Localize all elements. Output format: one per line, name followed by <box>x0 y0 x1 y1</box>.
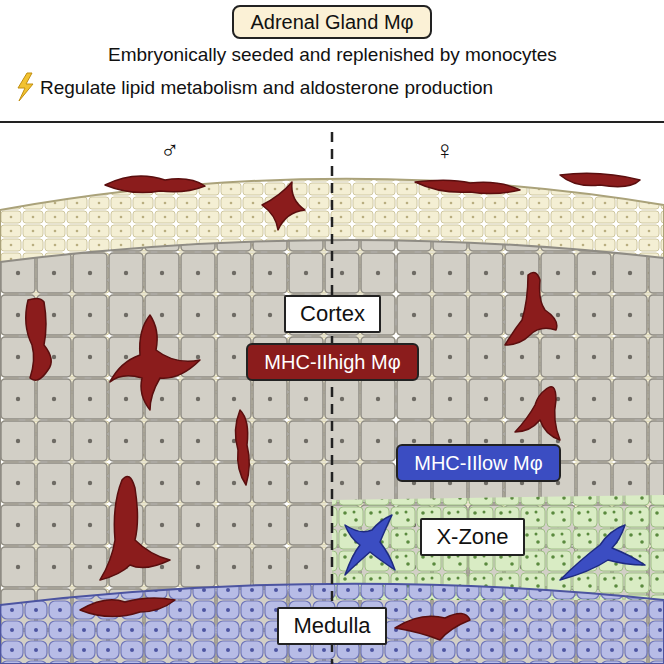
sex-symbol: ♀ <box>435 135 455 166</box>
region-label-box: X-Zone <box>420 518 525 556</box>
macrophage-type-box: MHC-IIhigh Mφ <box>246 343 419 381</box>
title-box: Adrenal Gland Mφ <box>232 5 432 39</box>
region-label-box: Cortex <box>284 295 381 333</box>
macrophage-type-box: MHC-IIlow Mφ <box>396 444 561 482</box>
box-text: Cortex <box>300 301 365 327</box>
box-text: Adrenal Gland Mφ <box>250 11 413 34</box>
box-text: MHC-IIlow Mφ <box>414 452 543 475</box>
sex-symbol: ♂ <box>160 135 180 166</box>
box-text: X-Zone <box>436 524 508 550</box>
subtitle-text: Embryonically seeded and replenished by … <box>108 44 557 66</box>
box-text: Medulla <box>293 613 370 639</box>
subtitle-text: Regulate lipid metabolism and aldosteron… <box>40 77 493 99</box>
region-label-box: Medulla <box>277 607 387 645</box>
box-text: MHC-IIhigh Mφ <box>264 351 400 374</box>
